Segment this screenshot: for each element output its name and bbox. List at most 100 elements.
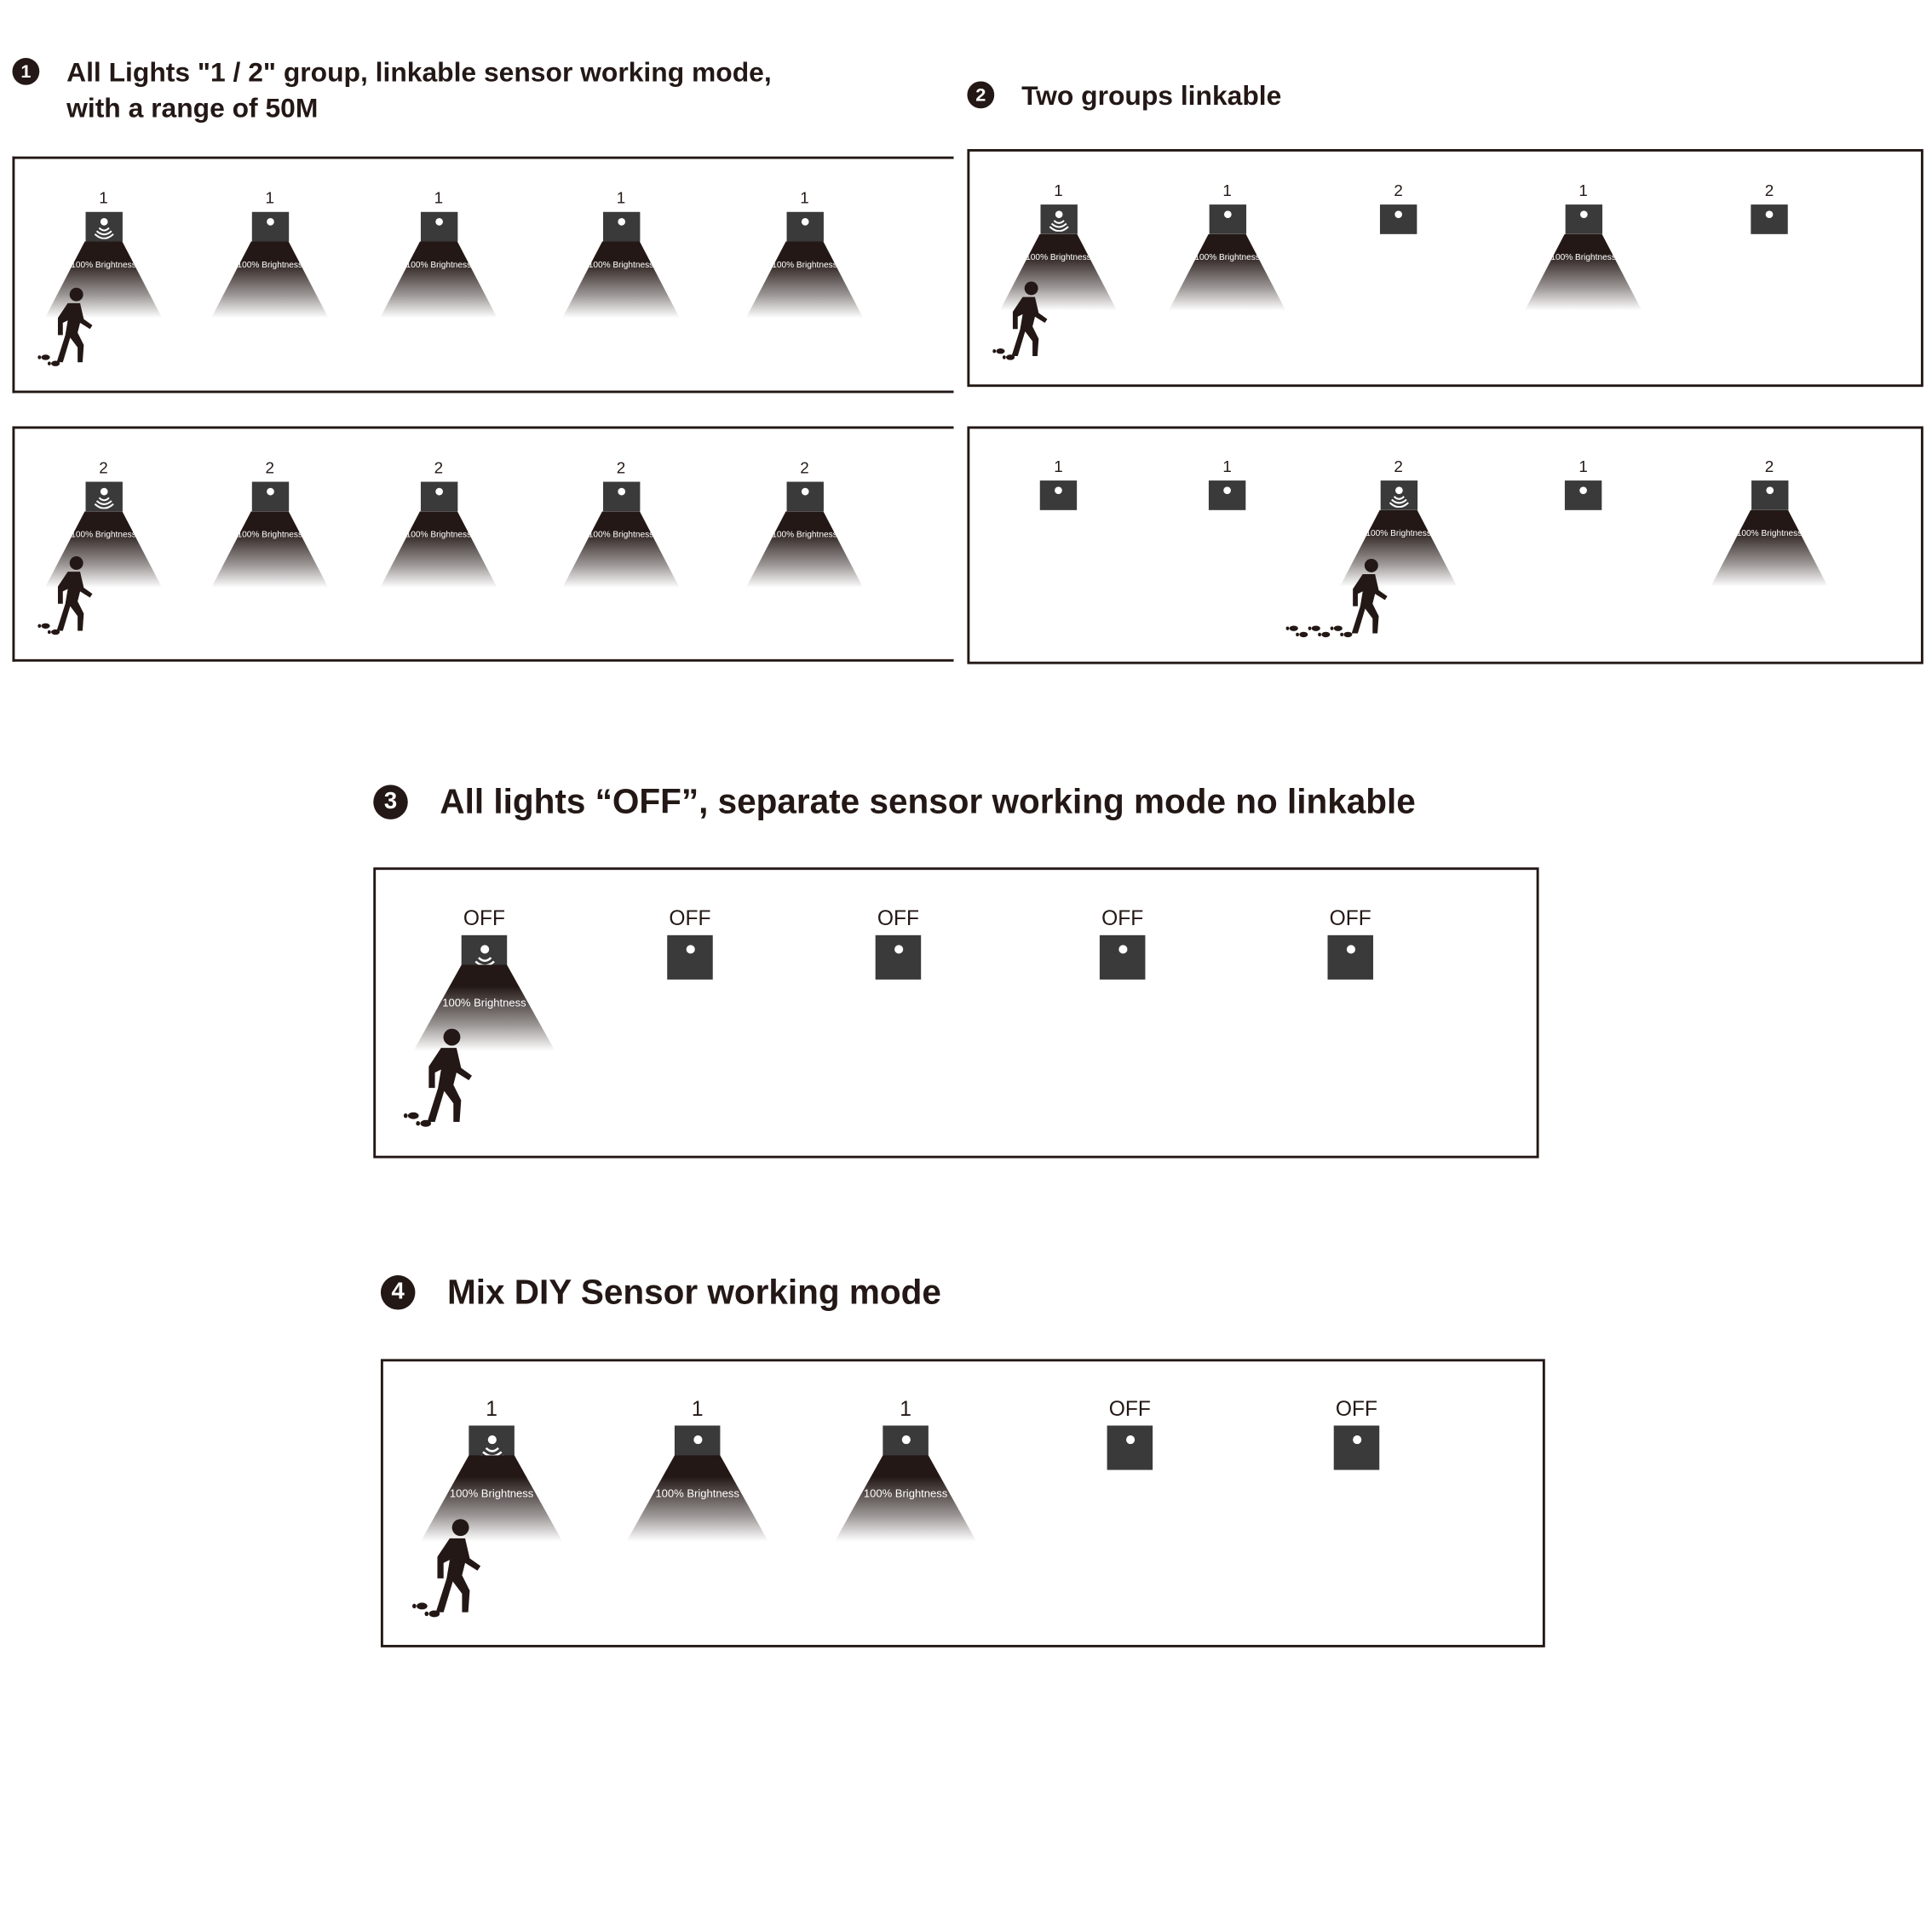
led-dot-icon [480,945,489,954]
lamp: 1 [1208,457,1246,510]
led-dot-icon [1394,210,1403,219]
light-beam: 100% Brightness [745,241,864,319]
lamp-head [251,211,289,242]
brightness-label: 100% Brightness [405,261,472,270]
lamp: 1 100% Brightness [834,1397,977,1542]
led-dot-icon [617,218,625,226]
brightness-label: 100% Brightness [1736,529,1803,539]
lamp-head [1564,204,1602,234]
lamp: OFF [1333,1397,1380,1470]
motion-sensor-icon [93,227,114,239]
brightness-label: 100% Brightness [71,261,136,270]
brightness-label: 100% Brightness [588,531,654,540]
section-number-badge: 1 [12,57,40,85]
walking-person-icon [37,555,118,647]
led-dot-icon [1579,486,1587,495]
led-dot-icon [1352,1435,1361,1445]
motion-sensor-icon [1048,220,1068,232]
lamp: 2 [1379,181,1417,234]
lamp-group-label: 2 [800,458,809,477]
lamp-group-label: OFF [1335,1397,1378,1421]
lamp: 1 100% Brightness [745,188,864,319]
walking-person-icon [1276,557,1412,649]
lamp-head [1379,480,1417,510]
lamp-head [602,481,640,512]
lamp-group-label: 1 [1054,457,1063,476]
lamp-group-label: OFF [463,906,506,931]
lamp-head [1208,480,1246,510]
lamp-group-label: 2 [1394,457,1403,476]
lamp-head [1208,204,1246,234]
motion-sensor-icon [1389,496,1409,508]
led-dot-icon [1118,945,1127,954]
walking-person-icon [992,279,1072,371]
lamp-group-label: 1 [265,188,274,207]
panel-3 [373,867,1539,1159]
lamp-group-label: 1 [616,188,626,207]
led-dot-icon [1055,210,1062,219]
light-beam: 100% Brightness [380,241,497,319]
brightness-label: 100% Brightness [655,1486,739,1500]
lamp: 1 100% Brightness [1168,181,1286,311]
brightness-label: 100% Brightness [772,531,837,540]
section-number-badge: 4 [380,1275,416,1310]
lamp: 2 100% Brightness [380,458,497,588]
lamp: 2 100% Brightness [44,458,163,588]
lamp: 2 [1751,181,1788,234]
brightness-label: 100% Brightness [1194,253,1260,263]
brightness-label: 100% Brightness [237,531,303,540]
lamp: OFF [667,907,713,980]
lamp: 1 [1564,457,1602,510]
brightness-label: 100% Brightness [442,997,526,1009]
led-dot-icon [1223,210,1231,219]
lamp-head [84,481,123,512]
led-dot-icon [100,487,107,496]
lamp-head [1107,1425,1153,1470]
lamp: 2 100% Brightness [211,458,329,588]
lamp-group-label: 1 [1054,181,1063,200]
brightness-label: 100% Brightness [71,531,136,540]
lamp: 1 [1039,457,1078,510]
lamp-group-label: OFF [877,906,920,931]
lamp: 1 100% Brightness [562,188,680,319]
lamp-group-label: 2 [1764,181,1774,200]
brightness-label: 100% Brightness [237,261,303,270]
walking-person-icon [403,1026,503,1142]
led-dot-icon [487,1435,497,1445]
title-line: All Lights "1 / 2" group, linkable senso… [66,56,772,88]
section-1-title: 1 All Lights "1 / 2" group, linkable sen… [12,55,772,126]
lamp-head [1751,204,1788,234]
section-number-badge: 2 [967,81,995,109]
light-beam: 100% Brightness [1711,509,1828,587]
walking-person-icon [37,286,118,378]
lamp-group-label: 1 [691,1397,704,1421]
led-dot-icon [801,487,808,496]
lamp-group-label: 1 [1222,181,1232,200]
panel-2a [967,149,1923,388]
lamp-group-label: 2 [265,458,274,477]
led-dot-icon [1579,210,1587,219]
lamp-group-label: 2 [616,458,626,477]
lamp: 1 100% Brightness [211,188,329,319]
lamp-head [420,211,457,242]
led-dot-icon [617,487,625,496]
led-dot-icon [1125,1435,1135,1445]
led-dot-icon [1765,486,1774,495]
title-line: Two groups linkable [1021,80,1282,112]
lamp-group-label: 2 [99,458,108,477]
light-beam: 100% Brightness [745,511,864,588]
section-2-title: 2 Two groups linkable [967,78,1281,113]
brightness-label: 100% Brightness [863,1486,948,1500]
section-number-badge: 3 [373,785,408,819]
lamp-head [1039,480,1078,510]
lamp-head [785,481,824,512]
lamp-head [1039,204,1078,234]
led-dot-icon [1223,486,1231,495]
lamp: 2 100% Brightness [745,458,864,588]
lamp-group-label: 2 [1764,457,1774,476]
lamp-head [1751,480,1788,510]
led-dot-icon [1346,945,1355,954]
lamp-head [84,211,123,242]
led-dot-icon [693,1435,702,1445]
